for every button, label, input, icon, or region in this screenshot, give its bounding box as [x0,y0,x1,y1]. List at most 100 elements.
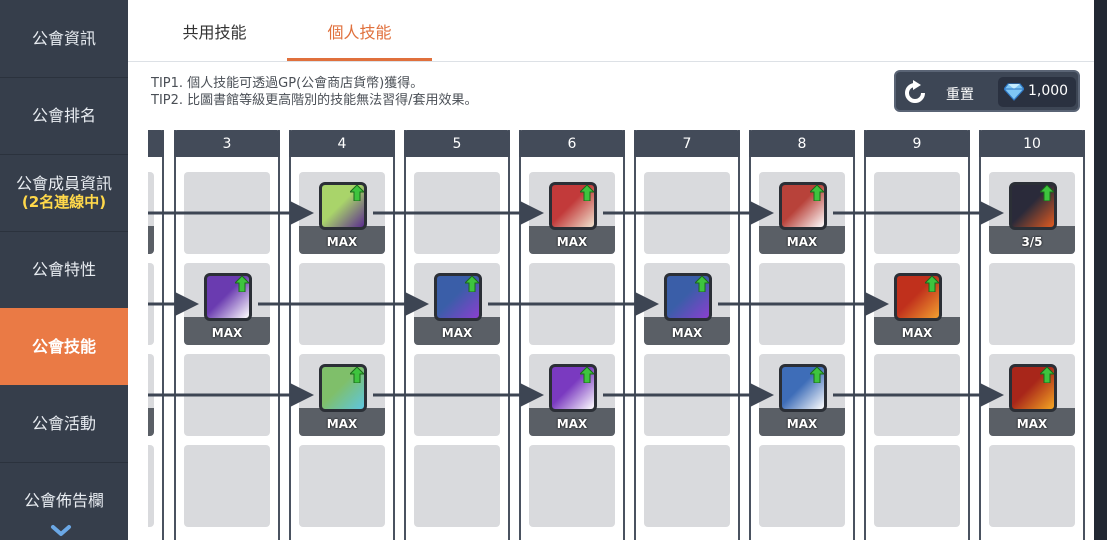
skill-slot-filled[interactable]: MAX [644,263,730,345]
skill-icon [664,273,712,321]
upgrade-arrow-icon [580,185,594,201]
sidebar-item-label: 公會資訊 [31,28,96,48]
gp-balance: 1,000 [998,77,1076,107]
upgrade-arrow-icon [810,367,824,383]
slot-level-bar [299,408,385,436]
skill-slot [529,445,615,527]
tab-shared-skills[interactable]: 共用技能 [182,23,247,42]
skill-level-label: MAX [556,417,588,431]
skill-slot-filled[interactable]: MAX [874,263,960,345]
sidebar-item-guild-skills[interactable]: 公會技能 [0,308,128,385]
column-header [148,130,164,157]
chevron-down-icon[interactable] [50,522,72,540]
skill-slot [299,445,385,527]
column-header: 10 [979,130,1085,157]
skill-level-label: MAX [441,326,473,340]
skill-icon [319,364,367,412]
column-header: 9 [864,130,970,157]
skill-icon [434,273,482,321]
sidebar-item-guild-ranking[interactable]: 公會排名 [0,77,128,154]
slot-level-bar [299,226,385,254]
skill-level-label: MAX [326,235,358,249]
slot-level-bar [989,226,1075,254]
column-header: 8 [749,130,855,157]
skill-slot-filled[interactable]: MAX [529,172,615,254]
skill-panel: 共用技能 個人技能 TIP1. 個人技能可透過GP(公會商店貨幣)獲得。 TIP… [128,0,1094,540]
skill-slot-filled[interactable]: MAX [299,354,385,436]
skill-level-label: MAX [326,417,358,431]
skill-slot-filled[interactable]: MAX [989,354,1075,436]
upgrade-arrow-icon [350,367,364,383]
sidebar-item-bulletin-board[interactable]: 公會佈告欄 [0,462,128,539]
gp-value: 1,000 [1028,83,1069,99]
upgrade-arrow-icon [350,185,364,201]
skill-slot-filled[interactable]: MAX [414,263,500,345]
skill-slot [989,263,1075,345]
sidebar-divider [0,154,128,155]
upgrade-arrow-icon [695,276,709,292]
column-header: 4 [289,130,395,157]
skill-slot [184,172,270,254]
skill-slot [874,354,960,436]
skill-level-label: MAX [901,326,933,340]
column-header: 6 [519,130,625,157]
upgrade-arrow-icon [925,276,939,292]
skill-slot [989,445,1075,527]
sidebar-item-guild-traits[interactable]: 公會特性 [0,231,128,308]
upgrade-arrow-icon [1040,367,1054,383]
skill-slot [644,354,730,436]
skill-slot [414,172,500,254]
skill-slot [299,263,385,345]
skill-slot-filled[interactable]: MAX [184,263,270,345]
upgrade-arrow-icon [465,276,479,292]
skill-icon [1009,364,1057,412]
skill-icon [549,364,597,412]
skill-icon [779,182,827,230]
slot-level-bar [529,226,615,254]
skill-slot-filled[interactable]: MAX [529,354,615,436]
column-header: 3 [174,130,280,157]
slot-level-bar [414,317,500,345]
slot-bar [148,226,154,254]
skill-icon [779,364,827,412]
tab-personal-skills[interactable]: 個人技能 [327,23,392,42]
column-header: 5 [404,130,510,157]
skill-slot [148,263,154,345]
refresh-icon [905,80,925,103]
slot-level-bar [989,408,1075,436]
skill-level-label: MAX [786,417,818,431]
online-count: (2名連線中) [21,192,107,211]
skill-slot [644,445,730,527]
reset-button[interactable]: 重置 1,000 [894,70,1080,112]
active-tab-indicator [287,58,432,61]
upgrade-arrow-icon [1040,185,1054,201]
slot-level-bar [874,317,960,345]
sidebar-item-guild-events[interactable]: 公會活動 [0,385,128,462]
tip-line: TIP2. 比圖書館等級更高階別的技能無法習得/套用效果。 [151,93,478,108]
slot-bar [148,408,154,436]
sidebar-item-guild-info[interactable]: 公會資訊 [0,0,128,77]
guild-sidebar: 公會資訊 公會排名 公會成員資訊 (2名連線中) 公會特性 公會技能 公會活動 … [0,0,128,540]
skill-slot [148,354,154,436]
skill-slot-filled[interactable]: MAX [759,172,845,254]
tip-line: TIP1. 個人技能可透過GP(公會商店貨幣)獲得。 [151,76,424,91]
skill-slot-filled[interactable]: MAX [759,354,845,436]
skill-slot [874,445,960,527]
sidebar-item-label: 公會特性 [31,259,96,279]
sidebar-item-label: 公會排名 [31,105,96,125]
column-header: 7 [634,130,740,157]
sidebar-item-member-info[interactable]: 公會成員資訊 (2名連線中) [0,154,128,231]
upgrade-arrow-icon [810,185,824,201]
background-edge [1094,0,1107,540]
skill-slot-filled[interactable]: 3/5 [989,172,1075,254]
skill-slot-filled[interactable]: MAX [299,172,385,254]
sidebar-divider [0,231,128,232]
skill-level-label: 3/5 [1021,235,1043,249]
skill-icon [549,182,597,230]
tips-text: TIP1. 個人技能可透過GP(公會商店貨幣)獲得。 TIP2. 比圖書館等級更… [151,75,478,109]
